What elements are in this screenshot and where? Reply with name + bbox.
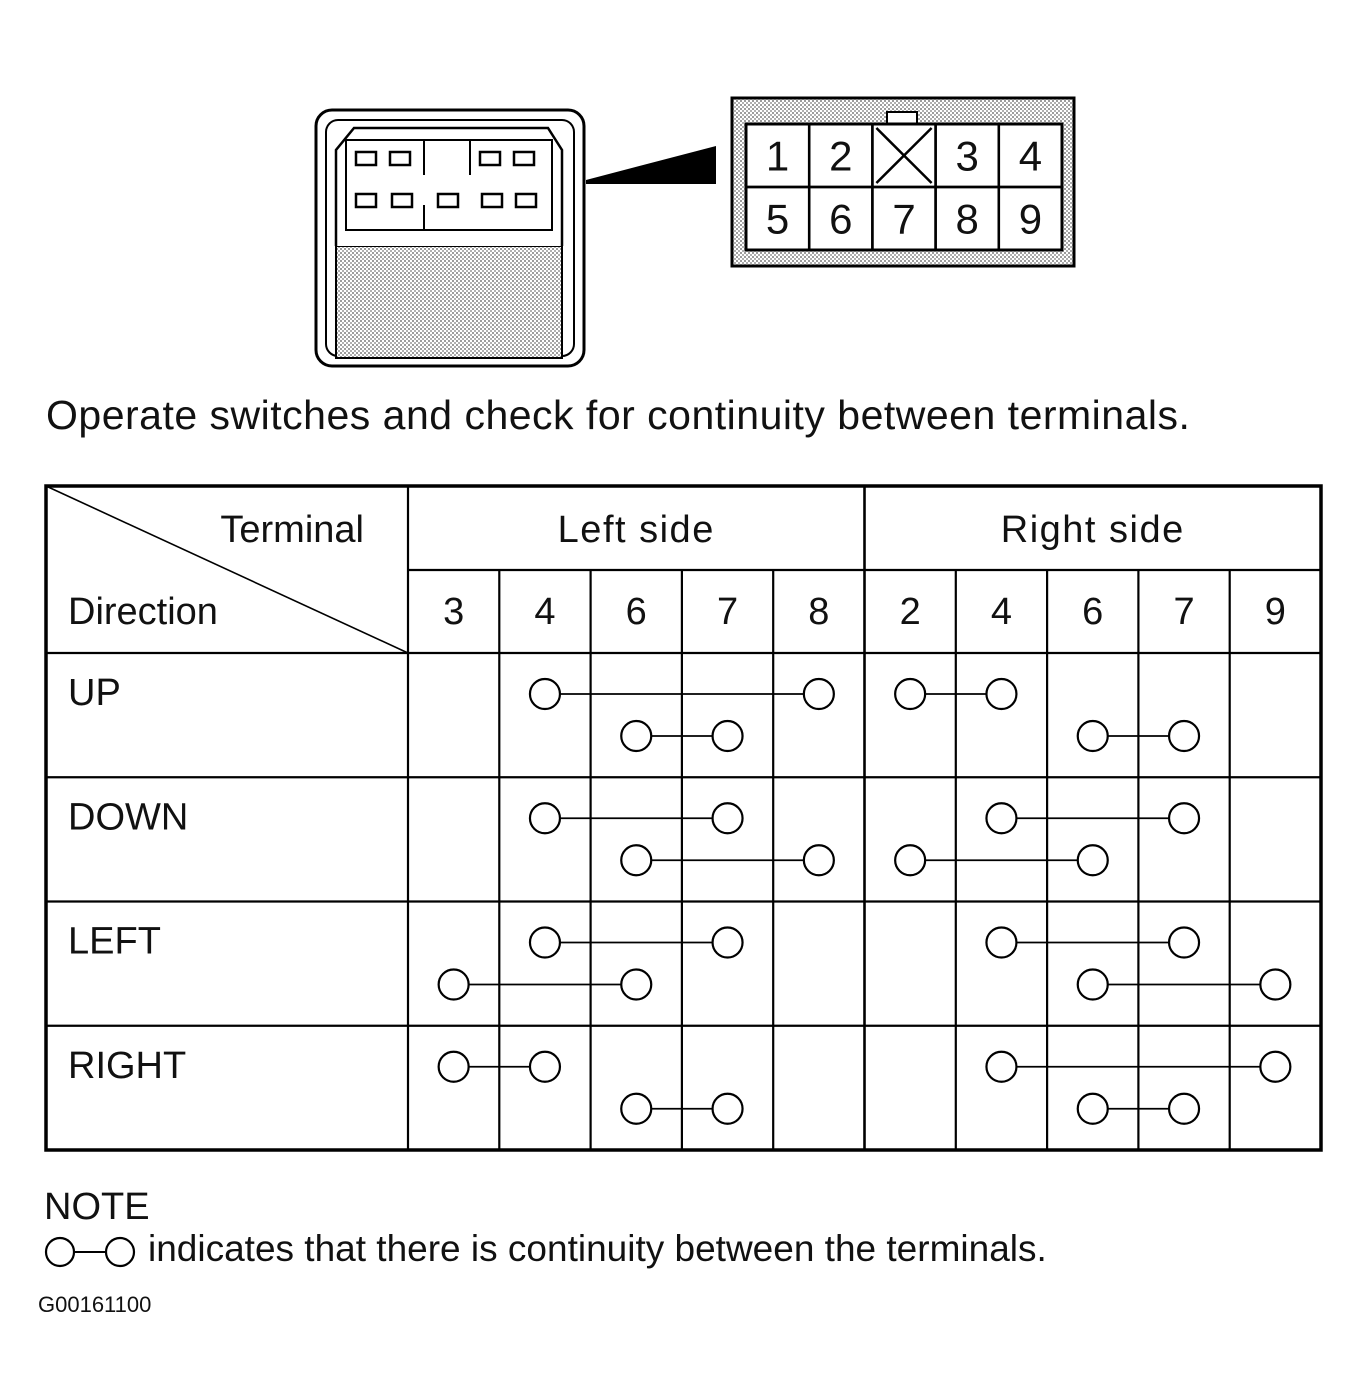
instruction-text: Operate switches and check for continuit…	[46, 392, 1191, 438]
continuity-link	[894, 677, 1018, 711]
connector-slot-number: 7	[892, 196, 915, 243]
switch-body	[314, 108, 586, 368]
header-direction: Direction	[68, 591, 218, 633]
terminal-circle	[437, 968, 470, 1001]
direction-label: RIGHT	[68, 1045, 186, 1087]
terminal-header: 4	[991, 591, 1012, 633]
terminal-circle	[1167, 926, 1201, 959]
terminal-circle	[437, 1050, 470, 1083]
table-border	[44, 484, 1323, 1152]
continuity-link	[620, 719, 744, 753]
terminal-circle	[711, 1092, 744, 1125]
note-title: NOTE	[44, 1186, 150, 1228]
table-row	[437, 926, 1292, 1001]
continuity-link	[1076, 719, 1201, 753]
direction-label: UP	[68, 672, 121, 714]
terminal-circle	[1259, 968, 1292, 1001]
connector-slot-number: 9	[1019, 196, 1042, 243]
connector-slot-number: 5	[766, 196, 789, 243]
continuity-symbol-icon	[44, 1236, 136, 1268]
terminal-circle	[1076, 719, 1109, 753]
terminal-header: 8	[808, 591, 829, 633]
terminal-circle	[985, 926, 1018, 959]
connector-slot	[997, 185, 1064, 252]
terminal-header: 2	[900, 591, 921, 633]
terminal-header: 7	[717, 591, 738, 633]
continuity-link	[528, 677, 835, 711]
terminal-circle	[528, 677, 562, 711]
continuity-link	[1076, 968, 1292, 1001]
terminal-circle	[620, 844, 653, 877]
continuity-link	[528, 926, 744, 959]
terminal-circle	[528, 1050, 562, 1083]
terminal-circle	[620, 719, 653, 753]
terminal-circle	[802, 844, 835, 877]
terminal-header: 7	[1173, 591, 1194, 633]
terminal-circle	[985, 1050, 1018, 1083]
terminal-circle	[802, 677, 835, 711]
header-terminal: Terminal	[220, 509, 364, 551]
terminal-circle	[528, 926, 562, 959]
continuity-link	[985, 926, 1201, 959]
direction-label: LEFT	[68, 921, 161, 963]
connector-face	[730, 96, 1076, 268]
terminal-circle	[1076, 1092, 1109, 1125]
header-left-side: Left side	[558, 509, 715, 551]
continuity-link	[894, 844, 1109, 877]
terminal-header: 4	[534, 591, 555, 633]
connector-slot-number: 8	[956, 196, 979, 243]
terminal-circle	[894, 844, 927, 877]
terminal-circle	[1076, 968, 1109, 1001]
terminal-circle	[1259, 1050, 1292, 1083]
x-mark-icon	[875, 127, 933, 184]
continuity-link	[437, 1050, 562, 1083]
connector-slot-number: 2	[829, 133, 852, 180]
connector-slot-number: 3	[956, 133, 979, 180]
terminal-circle	[1076, 844, 1109, 877]
terminal-circle	[711, 926, 744, 959]
terminal-header: 6	[1082, 591, 1103, 633]
continuity-link	[985, 802, 1201, 835]
terminal-circle	[528, 802, 562, 835]
terminal-header: 3	[443, 591, 464, 633]
table-row	[528, 677, 1201, 753]
terminal-circle	[620, 1092, 653, 1125]
header-right-side: Right side	[1001, 509, 1185, 551]
terminal-circle	[985, 677, 1018, 711]
continuity-link	[620, 844, 835, 877]
continuity-link	[985, 1050, 1292, 1083]
switch-pin-sockets	[354, 140, 538, 230]
terminal-header: 9	[1265, 591, 1286, 633]
terminal-circle	[711, 802, 744, 835]
terminal-circle	[1167, 802, 1201, 835]
terminal-circle	[985, 802, 1018, 835]
terminal-circle	[894, 677, 927, 711]
figure-code: G00161100	[38, 1292, 152, 1317]
continuity-link	[437, 968, 653, 1001]
continuity-link	[528, 802, 744, 835]
terminal-circle	[620, 968, 653, 1001]
note-text: indicates that there is continuity betwe…	[148, 1228, 1047, 1269]
connector-slot-number: 1	[766, 133, 789, 180]
connector-slot-number: 4	[1019, 133, 1042, 180]
terminal-header: 6	[626, 591, 647, 633]
terminal-circle	[711, 719, 744, 753]
connector-slot-number: 6	[829, 196, 852, 243]
continuity-link	[1076, 1092, 1201, 1125]
corner-diagonal	[45, 485, 409, 654]
terminal-circle	[1167, 1092, 1201, 1125]
continuity-link	[620, 1092, 744, 1125]
terminal-circle	[1167, 719, 1201, 753]
direction-label: DOWN	[68, 796, 188, 838]
table-row	[528, 802, 1201, 877]
table-row	[437, 1050, 1292, 1125]
pointer-wedge	[586, 146, 716, 184]
